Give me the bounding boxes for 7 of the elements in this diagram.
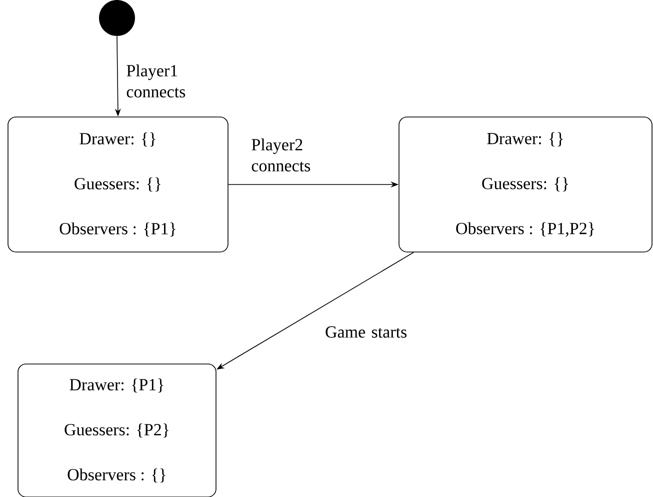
- edge-label: Player1 connects: [126, 64, 186, 98]
- edge-label: Player2 connects: [252, 138, 310, 172]
- state-box: Drawer: {} Guessers: {} Observers : {P1,P2}: [398, 116, 652, 252]
- start-dot: [99, 0, 135, 36]
- state-box: Drawer: {P1} Guessers: {P2} Observers : {}: [18, 364, 216, 497]
- edge-label: Game starts: [326, 326, 407, 338]
- state-box: Drawer: {} Guessers: {} Observers : {P1}: [8, 116, 228, 252]
